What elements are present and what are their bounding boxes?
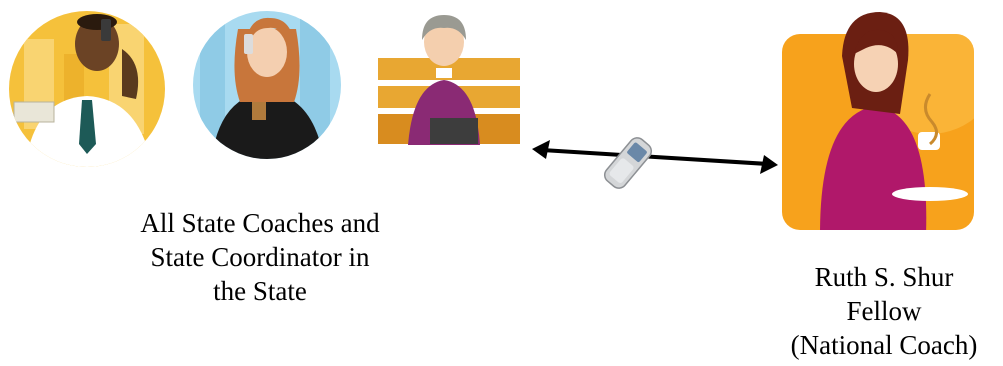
left-group-caption: All State Coaches and State Coordinator … (120, 206, 400, 308)
right-group-caption: Ruth S. Shur Fellow (National Coach) (768, 260, 1000, 362)
caption-line: All State Coaches and (120, 206, 400, 240)
caption-line: State Coordinator in (120, 240, 400, 274)
mobile-phone-icon (598, 134, 658, 192)
woman-with-coffee-icon (780, 4, 976, 232)
caption-line: (National Coach) (768, 328, 1000, 362)
elderly-woman-bench-icon (378, 10, 520, 146)
woman-on-phone-icon (190, 4, 344, 166)
man-on-phone-icon (4, 4, 170, 174)
caption-line: Fellow (768, 294, 1000, 328)
caption-line: Ruth S. Shur (768, 260, 1000, 294)
caption-line: the State (120, 274, 400, 308)
